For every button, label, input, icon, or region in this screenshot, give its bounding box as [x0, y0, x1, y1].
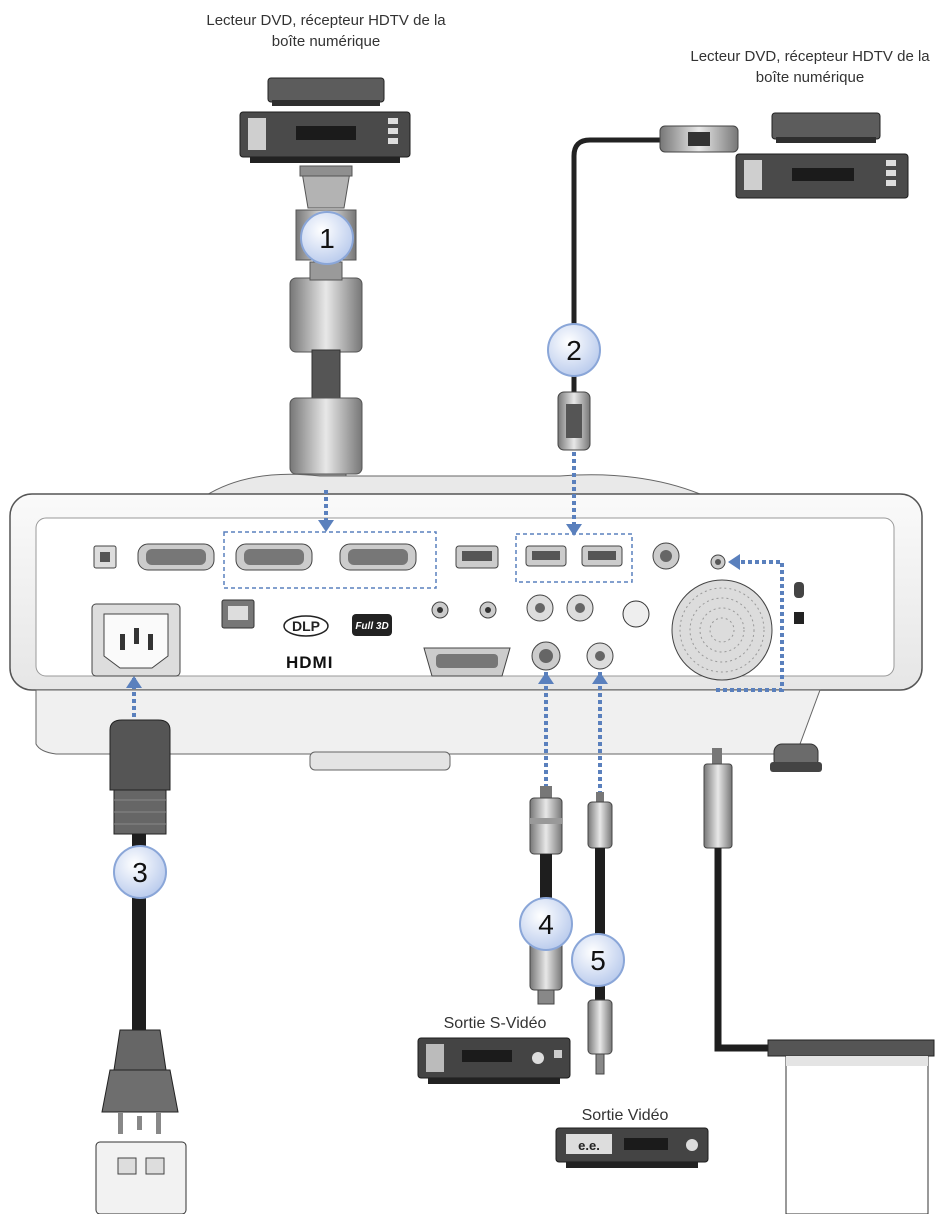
source-device-top-right: [735, 112, 909, 199]
callout-4-label: 4: [538, 909, 554, 940]
source-device-top-left: [239, 77, 411, 163]
callout-2-label: 2: [566, 335, 582, 366]
callout-3-label: 3: [132, 857, 148, 888]
projector: DLP Full 3D HDMI: [9, 473, 923, 772]
callout-1: 1: [300, 211, 354, 265]
dlp-logo-text: DLP: [292, 618, 320, 634]
full3d-logo-text: Full 3D: [355, 621, 388, 632]
full3d-logo: Full 3D: [352, 614, 392, 636]
guide-arrowheads: [126, 520, 740, 688]
caption-dvd-hdtv-source-top: Lecteur DVD, récepteur HDTV de la boîte …: [206, 12, 446, 50]
dlp-logo: DLP: [283, 615, 329, 637]
caption-svideo-out: Sortie S-Vidéo: [443, 1015, 547, 1032]
video-output-device: e.e.: [555, 1127, 709, 1168]
projection-screen: [767, 1039, 935, 1214]
callout-1-label: 1: [319, 223, 335, 254]
cable-composite-video: [587, 792, 613, 1075]
svideo-output-device: [417, 1037, 571, 1084]
callout-4: 4: [519, 897, 573, 951]
caption-video-out: Sortie Vidéo: [581, 1107, 669, 1124]
cable-svideo: [529, 786, 563, 1005]
callout-5-label: 5: [590, 945, 606, 976]
callout-2: 2: [547, 323, 601, 377]
cable-power: [95, 719, 187, 1214]
callout-5: 5: [571, 933, 625, 987]
speaker-grille: [671, 579, 773, 681]
svg-text:e.e.: e.e.: [578, 1138, 600, 1153]
cable-12v-screen-trigger: [703, 748, 778, 1052]
callout-3: 3: [113, 845, 167, 899]
hdmi-logo: HDMI: [286, 653, 333, 672]
cable-hdmi: [557, 125, 739, 451]
caption-dvd-hdtv-source-right: Lecteur DVD, récepteur HDTV de la boîte …: [690, 48, 930, 86]
